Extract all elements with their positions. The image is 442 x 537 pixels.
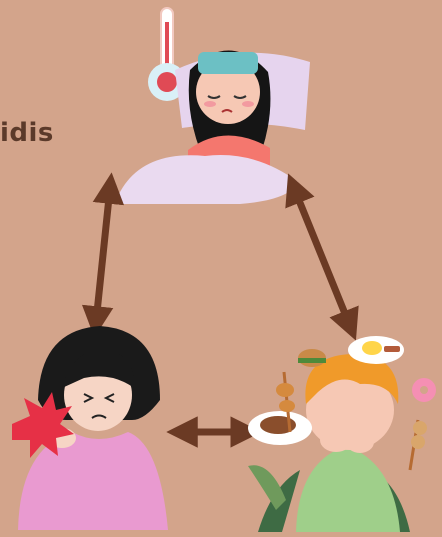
sick-girl-in-bed [118, 50, 310, 204]
arrow-bed-to-pain [96, 188, 110, 322]
boy-nauseous-with-food [248, 336, 436, 532]
arrow-bed-to-food [294, 188, 350, 326]
woman-shoulder-pain [12, 326, 168, 530]
